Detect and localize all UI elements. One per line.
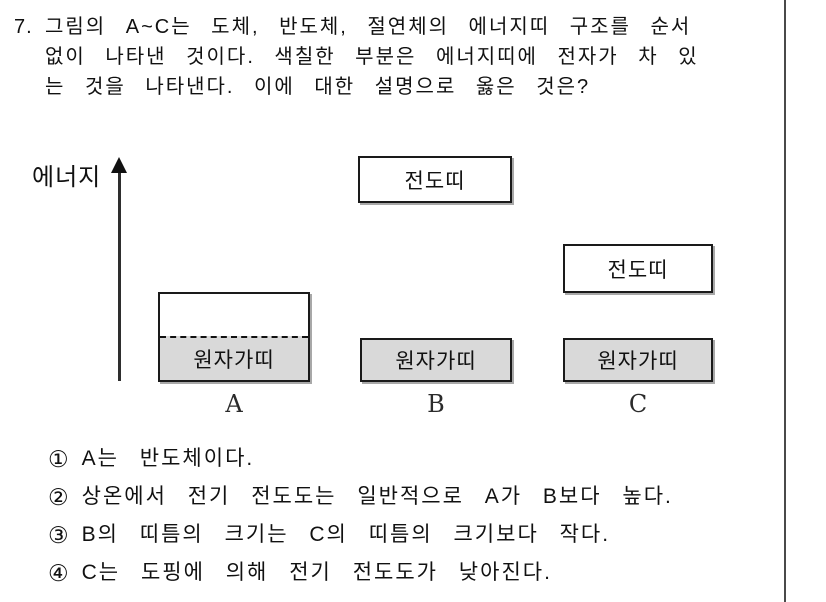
band-label-c: C <box>628 390 648 418</box>
choice-number: ② <box>48 484 69 510</box>
choice-text: B의 띠틈의 크기는 C의 띠틈의 크기보다 작다. <box>81 523 611 546</box>
question: 7. 그림의 A~C는 도체, 반도체, 절연체의 에너지띠 구조를 순서 없이… <box>14 12 780 102</box>
answer-choices: ① A는 반도체이다. ② 상온에서 전기 전도도는 일반적으로 A가 B보다 … <box>48 446 673 598</box>
band-c-conduction-band: 전도띠 <box>563 244 713 293</box>
band-b-valence-band: 원자가띠 <box>360 338 512 382</box>
band-b-conduction-label: 전도띠 <box>404 168 466 193</box>
band-b-conduction-band: 전도띠 <box>358 156 512 203</box>
choice-number: ① <box>48 446 69 472</box>
choice-text: 상온에서 전기 전도도는 일반적으로 A가 B보다 높다. <box>81 485 673 508</box>
question-text: 그림의 A~C는 도체, 반도체, 절연체의 에너지띠 구조를 순서 없이 나타… <box>45 12 780 102</box>
up-arrow-icon <box>111 157 127 173</box>
band-b-valence-label: 원자가띠 <box>395 349 477 373</box>
band-a-valence-label: 원자가띠 <box>193 348 275 372</box>
band-a-valence-band: 원자가띠 <box>160 336 308 380</box>
band-label-b: B <box>427 390 445 418</box>
choice-text: C는 도핑에 의해 전기 전도도가 낮아진다. <box>81 561 552 584</box>
choice-2: ② 상온에서 전기 전도도는 일반적으로 A가 B보다 높다. <box>48 484 673 510</box>
band-c-valence-label: 원자가띠 <box>597 349 679 373</box>
energy-axis-label: 에너지 <box>32 163 102 191</box>
choice-text: A는 반도체이다. <box>81 447 255 470</box>
choice-4: ④ C는 도핑에 의해 전기 전도도가 낮아진다. <box>48 560 673 586</box>
question-number: 7. <box>14 16 33 38</box>
choice-number: ③ <box>48 522 69 548</box>
band-c-conduction-label: 전도띠 <box>607 257 669 282</box>
choice-3: ③ B의 띠틈의 크기는 C의 띠틈의 크기보다 작다. <box>48 522 673 548</box>
band-c-valence-band: 원자가띠 <box>563 338 713 382</box>
band-label-a: A <box>225 390 243 418</box>
energy-axis-line <box>118 171 121 381</box>
question-line: 는 것을 나타낸다. 이에 대한 설명으로 옳은 것은? <box>45 76 591 98</box>
page-divider <box>784 0 786 602</box>
choice-number: ④ <box>48 560 69 586</box>
band-a-box: 원자가띠 <box>158 292 310 382</box>
question-line: 없이 나타낸 것이다. 색칠한 부분은 에너지띠에 전자가 차 있 <box>45 46 699 68</box>
choice-1: ① A는 반도체이다. <box>48 446 673 472</box>
band-a-empty-region <box>160 294 308 336</box>
question-line: 그림의 A~C는 도체, 반도체, 절연체의 에너지띠 구조를 순서 <box>45 16 692 38</box>
